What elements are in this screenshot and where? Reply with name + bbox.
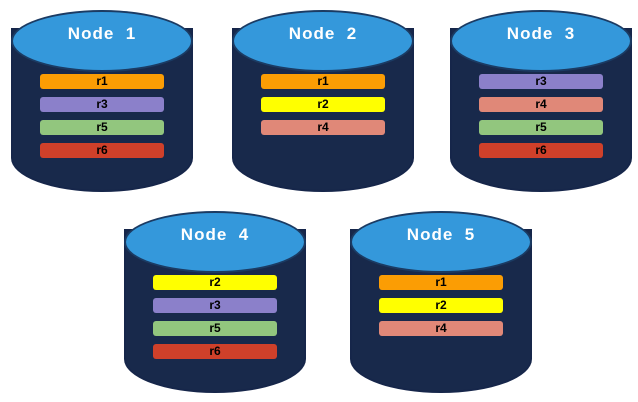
database-cylinder-node-2[interactable]: Node 2 r1 r2 r4 [232,10,414,192]
database-cylinder-node-1[interactable]: Node 1 r1 r3 r5 r6 [11,10,193,192]
replica-bar-r3[interactable]: r3 [40,97,164,112]
replica-bar-r6[interactable]: r6 [153,344,277,359]
replica-bar-r2[interactable]: r2 [261,97,385,112]
replica-bar-r1[interactable]: r1 [40,74,164,89]
cylinder-top-icon [450,10,632,72]
replica-list: r3 r4 r5 r6 [479,74,603,158]
replica-bar-r4[interactable]: r4 [379,321,503,336]
replica-bar-r5[interactable]: r5 [40,120,164,135]
node-label: Node 2 [288,24,358,43]
database-cylinder-node-4[interactable]: Node 4 r2 r3 r5 r6 [124,211,306,393]
replica-bar-r2[interactable]: r2 [379,298,503,313]
replica-bar-r5[interactable]: r5 [479,120,603,135]
replica-bar-r3[interactable]: r3 [153,298,277,313]
cylinder-top-icon [11,10,193,72]
replica-bar-r6[interactable]: r6 [40,143,164,158]
replica-list: r1 r2 r4 [379,275,503,336]
cylinder-top-icon [232,10,414,72]
cylinder-top-icon [124,211,306,273]
replica-list: r1 r2 r4 [261,74,385,135]
replica-list: r1 r3 r5 r6 [40,74,164,158]
replica-bar-r2[interactable]: r2 [153,275,277,290]
replica-bar-r3[interactable]: r3 [479,74,603,89]
replica-bar-r4[interactable]: r4 [479,97,603,112]
replica-bar-r5[interactable]: r5 [153,321,277,336]
database-cylinder-node-3[interactable]: Node 3 r3 r4 r5 r6 [450,10,632,192]
cylinder-top-icon [350,211,532,273]
node-label: Node 3 [506,24,576,43]
database-cylinder-node-5[interactable]: Node 5 r1 r2 r4 [350,211,532,393]
node-label: Node 1 [67,24,137,43]
replica-bar-r1[interactable]: r1 [261,74,385,89]
node-label: Node 5 [406,225,476,244]
replica-list: r2 r3 r5 r6 [153,275,277,359]
node-label: Node 4 [180,225,250,244]
replica-bar-r1[interactable]: r1 [379,275,503,290]
replica-bar-r4[interactable]: r4 [261,120,385,135]
replica-bar-r6[interactable]: r6 [479,143,603,158]
